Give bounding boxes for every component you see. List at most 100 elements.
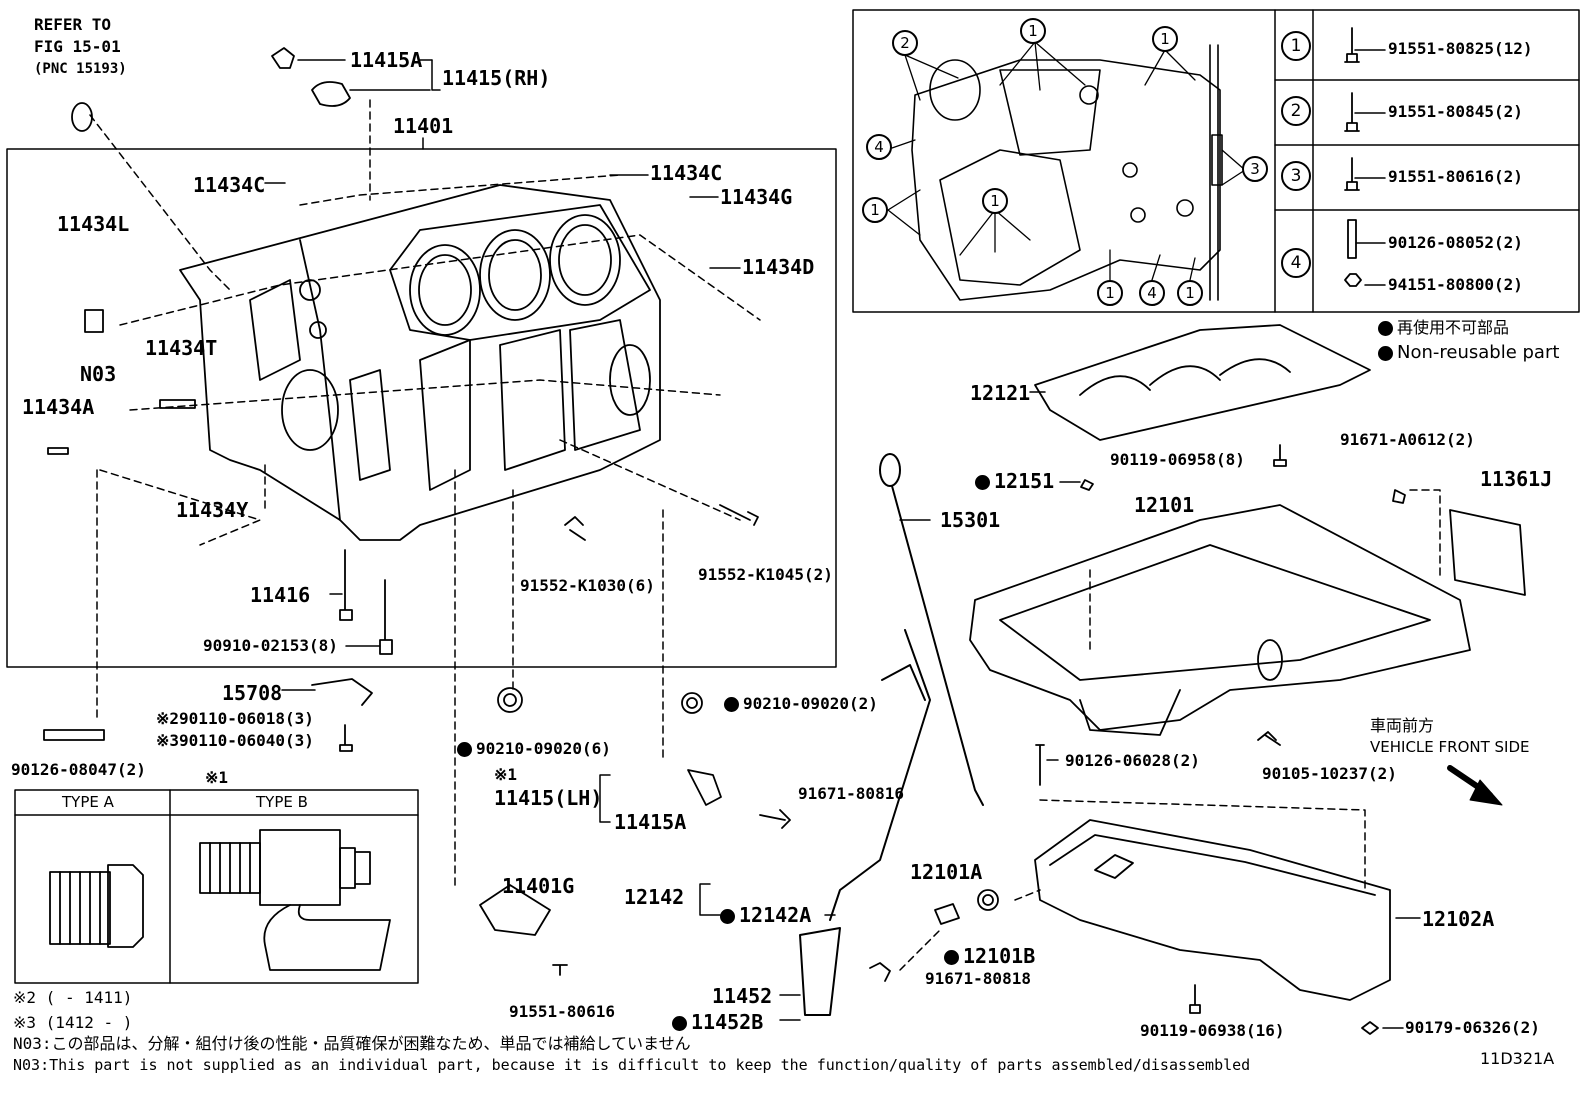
part-90210-09020-left-label: 90210-09020(6)	[476, 739, 611, 758]
detail-circle-1a: 1	[1020, 18, 1046, 44]
part-12101B[interactable]: 12101B	[944, 946, 1035, 966]
type-a-drawing	[49, 864, 144, 948]
engine-block-drawing	[179, 184, 661, 541]
part-91552-K1045[interactable]: 91552-K1045(2)	[698, 565, 833, 584]
leader-lines	[264, 49, 1421, 1029]
timing-cover-drawing	[911, 44, 1223, 301]
legend-en-label: Non-reusable part	[1397, 342, 1560, 363]
part-11452B-label: 11452B	[691, 1010, 764, 1034]
table-part-94151-80800[interactable]: 94151-80800(2)	[1388, 275, 1523, 294]
part-90210-09020-left[interactable]: 90210-09020(6)	[457, 741, 611, 757]
type-box-frame	[14, 789, 419, 984]
legend-dot	[1378, 345, 1393, 361]
part-91671-A0612[interactable]: 91671-A0612(2)	[1340, 430, 1475, 449]
part-12101A[interactable]: 12101A	[910, 860, 983, 884]
part-11415A-bottom[interactable]: 11415A	[614, 810, 687, 834]
part-91552-K1030[interactable]: 91552-K1030(6)	[520, 576, 655, 595]
part-91671-80818[interactable]: 91671-80818	[925, 969, 1031, 988]
part-12142A[interactable]: 12142A	[720, 905, 811, 925]
small-parts	[43, 47, 891, 982]
table-num-1: 1	[1281, 31, 1311, 61]
part-11434L[interactable]: 11434L	[57, 212, 130, 236]
part-11415A-top[interactable]: 11415A	[350, 48, 423, 72]
part-90210-09020-right[interactable]: 90210-09020(2)	[724, 696, 878, 712]
refer-line3: (PNC 15193)	[34, 61, 127, 77]
vehicle-front-jp: 車両前方	[1370, 716, 1435, 735]
part-12102A[interactable]: 12102A	[1422, 907, 1495, 931]
part-11434C-left[interactable]: 11434C	[193, 173, 266, 197]
non-reusable-dot	[457, 742, 472, 757]
type-b-drawing	[199, 829, 391, 971]
vehicle-front-en: VEHICLE FRONT SIDE	[1370, 738, 1530, 756]
legend-en: Non-reusable part	[1378, 344, 1559, 362]
part-11416[interactable]: 11416	[250, 583, 311, 607]
part-12101B-label: 12101B	[963, 944, 1036, 968]
part-11434A[interactable]: 11434A	[22, 395, 95, 419]
part-11415LH[interactable]: 11415(LH)	[494, 786, 603, 810]
table-part-91551-80616[interactable]: 91551-80616(2)	[1388, 167, 1523, 186]
part-12151-label: 12151	[994, 469, 1055, 493]
non-reusable-dot	[720, 909, 735, 924]
pan-guide-lines	[899, 489, 1441, 971]
detail-circle-1e: 1	[1097, 280, 1123, 306]
table-part-90126-08052[interactable]: 90126-08052(2)	[1388, 233, 1523, 252]
part-11434T[interactable]: 11434T	[145, 336, 218, 360]
part-90210-09020-right-label: 90210-09020(2)	[743, 694, 878, 713]
dipstick-drawing	[799, 453, 984, 1016]
upper-oil-pan-drawing	[969, 479, 1526, 746]
part-15708[interactable]: 15708	[222, 681, 283, 705]
table-part-91551-80845[interactable]: 91551-80845(2)	[1388, 102, 1523, 121]
part-91671-80816[interactable]: 91671-80816	[798, 784, 904, 803]
table-bolt-icons	[1344, 27, 1362, 287]
part-11361J[interactable]: 11361J	[1480, 467, 1553, 491]
part-90179-06326[interactable]: 90179-06326(2)	[1405, 1018, 1540, 1037]
part-90126-06028[interactable]: 90126-06028(2)	[1065, 751, 1200, 770]
part-11452[interactable]: 11452	[712, 984, 773, 1008]
part-11434Y[interactable]: 11434Y	[176, 498, 249, 522]
footnote-2: ※2 ( - 1411)	[13, 988, 133, 1007]
part-91551-80616[interactable]: 91551-80616	[509, 1002, 615, 1021]
part-11415RH[interactable]: 11415(RH)	[442, 66, 551, 90]
table-num-2: 2	[1281, 96, 1311, 126]
part-90105-10237[interactable]: 90105-10237(2)	[1262, 764, 1397, 783]
refer-line1: REFER TO	[34, 15, 112, 34]
legend-dot	[1378, 321, 1393, 336]
arrow-head	[1469, 779, 1503, 806]
part-11452B[interactable]: 11452B	[672, 1012, 763, 1032]
part-11434C-right[interactable]: 11434C	[650, 161, 723, 185]
legend-jp-label: 再使用不可部品	[1397, 318, 1510, 337]
part-90110-06040[interactable]: ※390110-06040(3)	[156, 731, 314, 750]
lower-oil-pan-drawing	[934, 744, 1391, 1035]
non-reusable-dot	[724, 697, 739, 712]
part-90119-06958[interactable]: 90119-06958(8)	[1110, 450, 1245, 469]
table-part-91551-80825[interactable]: 91551-80825(12)	[1388, 39, 1533, 58]
part-90910-02153[interactable]: 90910-02153(8)	[203, 636, 338, 655]
part-12121[interactable]: 12121	[970, 381, 1031, 405]
part-12101[interactable]: 12101	[1134, 493, 1195, 517]
part-90110-06018[interactable]: ※290110-06018(3)	[156, 709, 314, 728]
lh-mark: ※1	[494, 765, 518, 784]
table-num-4: 4	[1281, 248, 1311, 278]
part-90126-08047[interactable]: 90126-08047(2)	[11, 760, 146, 779]
type-a-label: TYPE A	[62, 793, 114, 811]
refer-line2: FIG 15-01	[34, 37, 121, 56]
table-num-3: 3	[1281, 161, 1311, 191]
part-n03[interactable]: N03	[80, 362, 117, 386]
footnote-n03-jp: N03:この部品は、分解・組付け後の性能・品質確保が困難なため、単品では補給して…	[13, 1034, 691, 1053]
part-90119-06938[interactable]: 90119-06938(16)	[1140, 1021, 1285, 1040]
part-11434D[interactable]: 11434D	[742, 255, 815, 279]
detail-circle-4b: 4	[1139, 280, 1165, 306]
non-reusable-dot	[944, 950, 959, 965]
detail-circle-4a: 4	[866, 134, 892, 160]
legend-jp: 再使用不可部品	[1378, 320, 1509, 336]
baffle-plate-drawing	[1034, 324, 1371, 467]
diagram-id: 11D321A	[1480, 1049, 1555, 1068]
part-12151[interactable]: 12151	[975, 471, 1054, 491]
part-11434G[interactable]: 11434G	[720, 185, 793, 209]
part-12142[interactable]: 12142	[624, 885, 685, 909]
part-11401G[interactable]: 11401G	[502, 874, 575, 898]
detail-circle-2: 2	[892, 30, 918, 56]
part-15301[interactable]: 15301	[940, 508, 1001, 532]
detail-circle-3: 3	[1242, 156, 1268, 182]
part-11401[interactable]: 11401	[393, 114, 454, 138]
